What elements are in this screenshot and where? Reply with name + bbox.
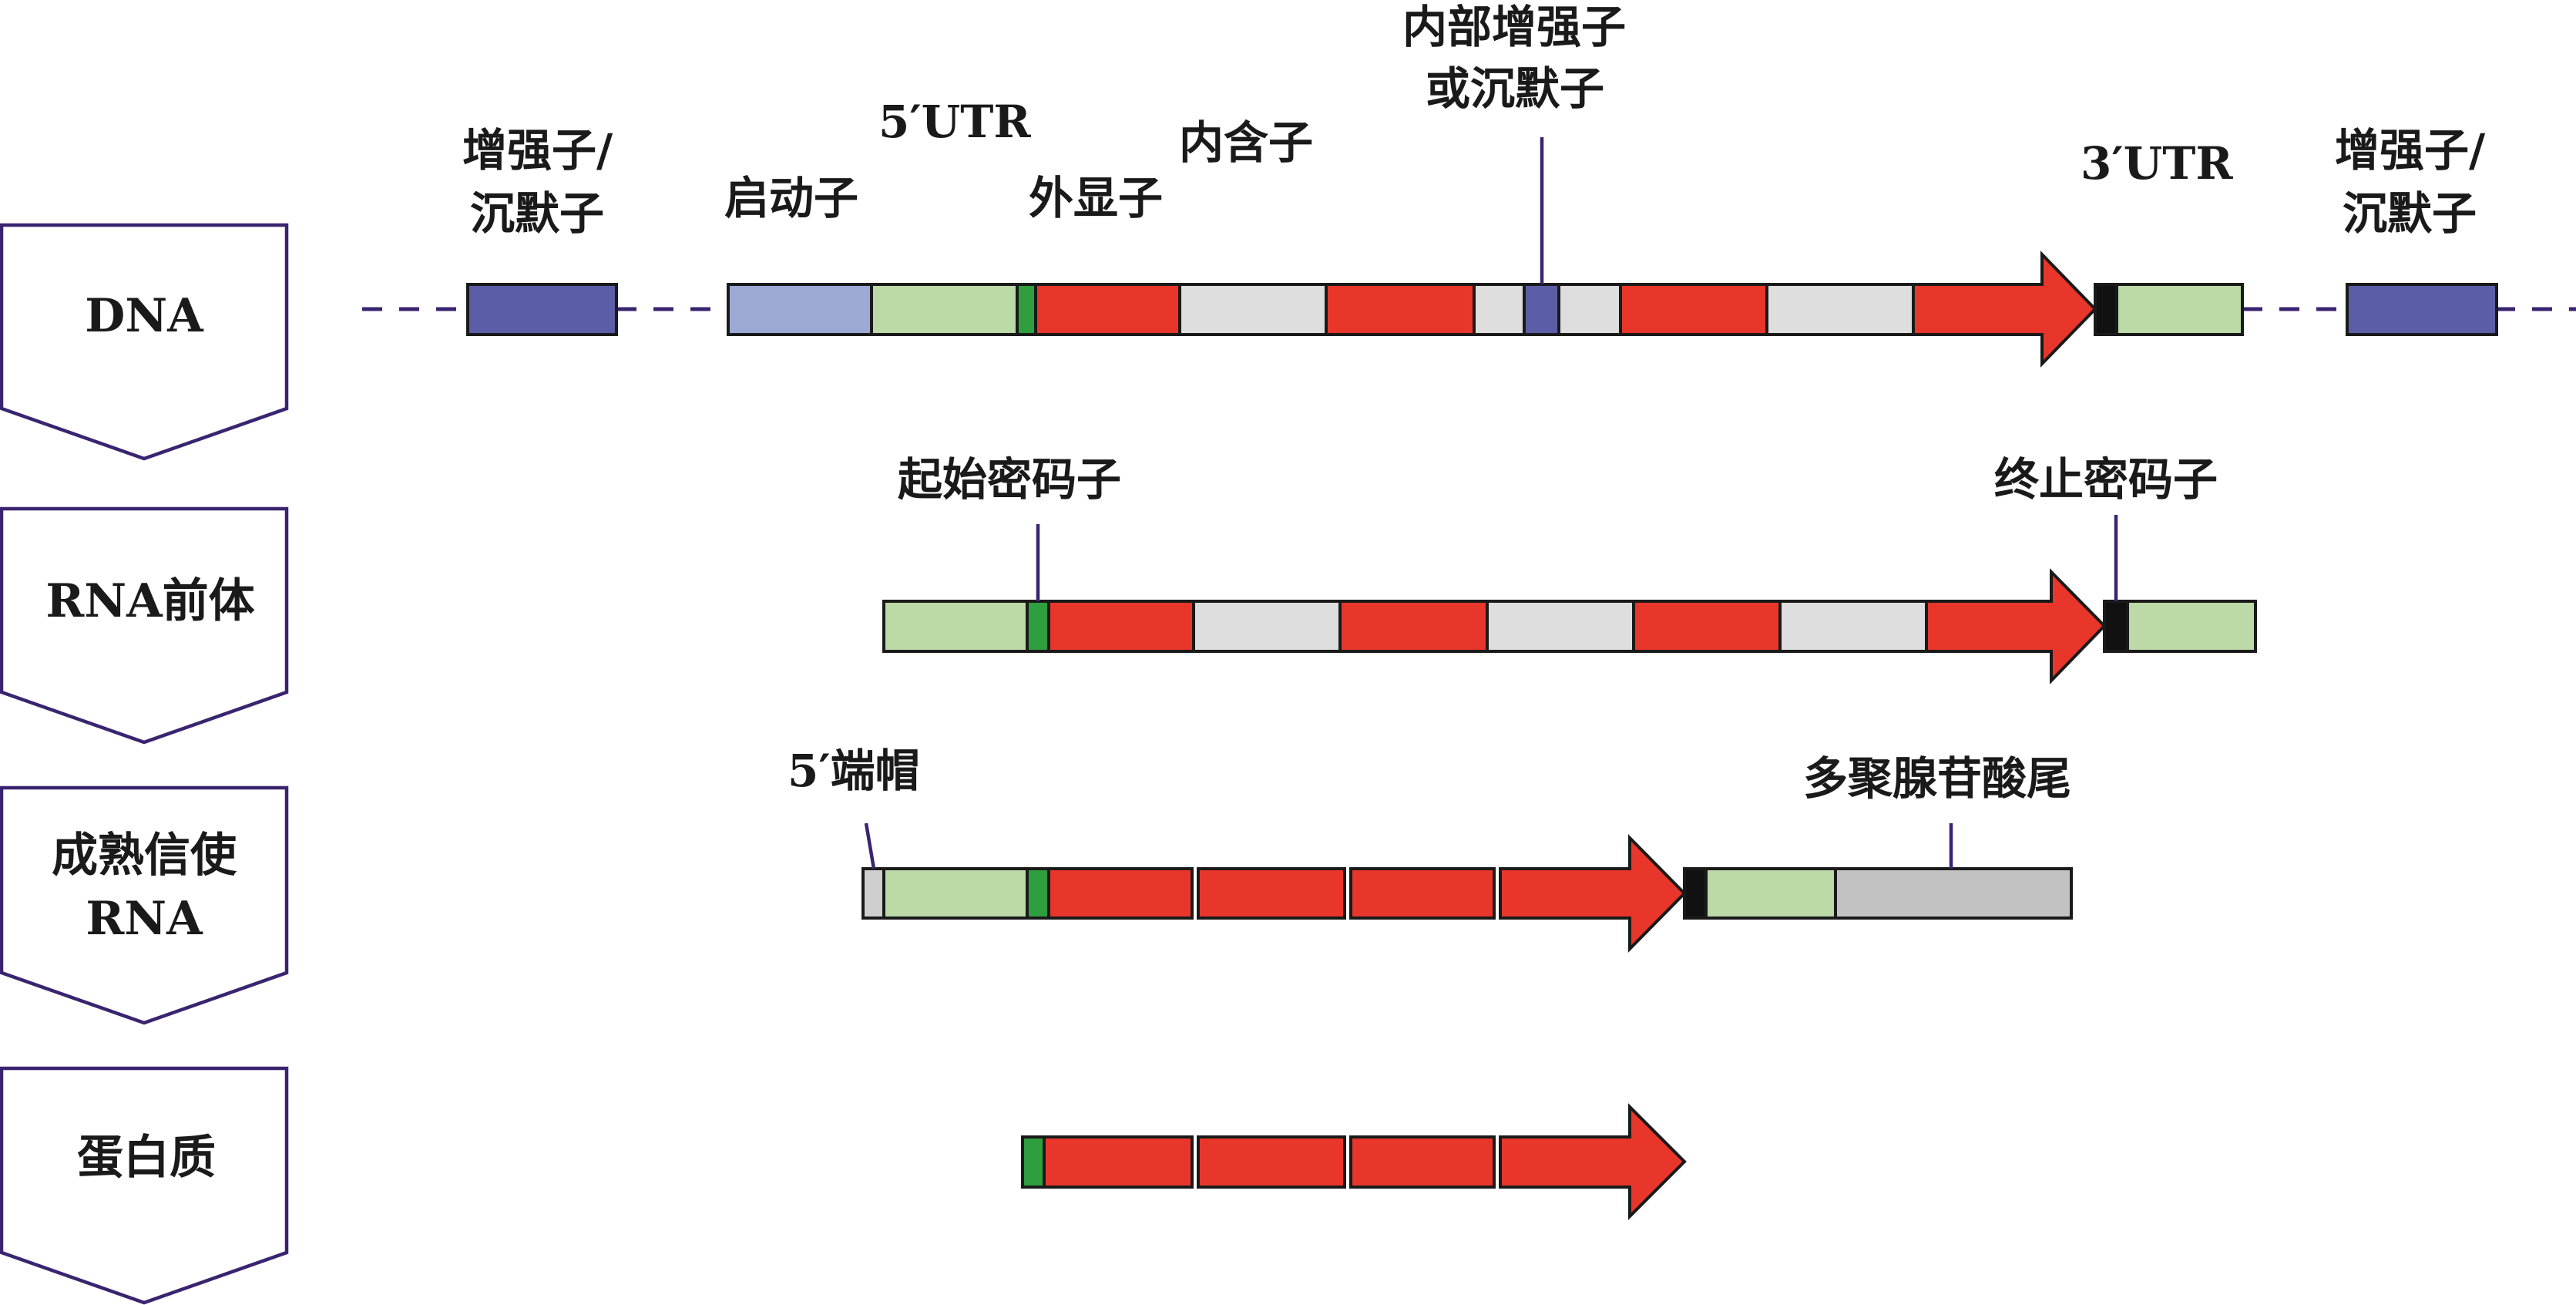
dna-labels: 增强子/ 沉默子 启动子 5′UTR 外显子 内含子 内部增强子 或沉默子 3′…	[462, 1, 2486, 240]
intron-block-prerna-2	[1486, 600, 1635, 653]
row-tag-pre-rna: RNA前体	[0, 506, 289, 745]
start-codon-block-dna	[1016, 283, 1037, 336]
intron-block-dna-2b	[1557, 283, 1622, 336]
exon-block-prerna-3	[1632, 600, 1782, 653]
row-label-protein: 蛋白质	[77, 1131, 216, 1185]
mrna-track	[861, 822, 2073, 953]
label-internal-enhancer-line1: 内部增强子	[1402, 1, 1626, 53]
label-intron: 内含子	[1179, 116, 1313, 169]
intron-block-prerna-1	[1192, 600, 1342, 653]
label-utr3: 3′UTR	[2081, 137, 2233, 190]
exon-block-mrna-3	[1349, 867, 1496, 920]
pre-rna-labels: 起始密码子 终止密码子	[898, 453, 2218, 506]
exon-arrow-mrna	[1499, 834, 1687, 953]
intron-block-dna-1	[1178, 283, 1328, 336]
label-enhancer-right-line2: 沉默子	[2343, 187, 2477, 240]
stop-codon-block-dna	[2094, 283, 2118, 336]
exon-arrow-dna	[1912, 251, 2097, 368]
row-tag-dna: DNA	[0, 223, 289, 461]
row-label-mrna-line1: 成熟信使	[52, 829, 237, 883]
label-enhancer-left-line2: 沉默子	[470, 187, 604, 240]
row-tag-pre-rna-icon	[0, 506, 289, 745]
utr5-block-mrna	[882, 867, 1029, 920]
utr5-block-dna	[870, 283, 1019, 336]
label-internal-enhancer-line2: 或沉默子	[1426, 62, 1604, 115]
exon-block-prerna-1	[1047, 600, 1195, 653]
polya-tail-block	[1834, 867, 2073, 920]
promoter-block	[727, 283, 873, 336]
row-tag-protein: 蛋白质	[0, 1066, 289, 1305]
pre-rna-track	[882, 515, 2257, 684]
dna-track	[362, 137, 2576, 368]
intron-block-dna-3	[1765, 283, 1915, 336]
utr3-block-prerna	[2126, 600, 2257, 653]
exon-block-protein-1	[1043, 1135, 1194, 1189]
exon-block-mrna-1	[1047, 867, 1194, 920]
start-codon-block-protein	[1021, 1135, 1046, 1189]
label-start-codon: 起始密码子	[898, 453, 1121, 506]
row-tag-dna-icon	[0, 223, 289, 461]
exon-block-dna-2	[1325, 283, 1476, 336]
label-enhancer-right-line1: 增强子/	[2335, 124, 2486, 177]
enhancer-block-right	[2346, 283, 2498, 336]
cap-block	[861, 867, 885, 920]
exon-block-dna-1	[1034, 283, 1181, 336]
stop-codon-block-mrna	[1683, 867, 1708, 920]
exon-block-prerna-2	[1338, 600, 1489, 653]
protein-track	[1021, 1103, 1687, 1220]
row-tag-protein-icon	[0, 1066, 289, 1305]
utr3-block-dna	[2115, 283, 2244, 336]
exon-arrow-protein	[1499, 1103, 1687, 1220]
label-enhancer-left-line1: 增强子/	[462, 124, 613, 177]
label-utr5: 5′UTR	[878, 96, 1031, 148]
utr3-block-mrna	[1704, 867, 1837, 920]
internal-enhancer-block	[1523, 283, 1560, 336]
exon-block-protein-2	[1197, 1135, 1346, 1189]
exon-block-dna-3	[1619, 283, 1768, 336]
enhancer-block-left	[466, 283, 618, 336]
start-codon-block-prerna	[1026, 600, 1050, 653]
row-label-pre-rna: RNA前体	[45, 574, 254, 628]
intron-block-dna-2a	[1473, 283, 1526, 336]
row-tag-mrna: 成熟信使 RNA	[0, 785, 289, 1025]
utr5-block-prerna	[882, 600, 1029, 653]
label-exon: 外显子	[1029, 172, 1163, 224]
exon-arrow-prerna	[1925, 568, 2107, 684]
exon-block-mrna-2	[1197, 867, 1346, 920]
cap-pointer	[864, 822, 876, 869]
mrna-labels: 5′端帽 多聚腺苷酸尾	[788, 745, 2071, 805]
label-cap: 5′端帽	[788, 745, 920, 797]
label-stop-codon: 终止密码子	[1994, 453, 2218, 506]
label-promoter: 启动子	[724, 172, 858, 224]
row-tag-mrna-icon	[0, 785, 289, 1025]
start-codon-block-mrna	[1026, 867, 1050, 920]
label-polya: 多聚腺苷酸尾	[1803, 752, 2071, 805]
stop-codon-block-prerna	[2103, 600, 2129, 653]
row-label-mrna-line2: RNA	[86, 892, 203, 946]
exon-block-protein-3	[1349, 1135, 1496, 1189]
row-label-dna: DNA	[85, 289, 204, 343]
intron-block-prerna-3	[1778, 600, 1928, 653]
